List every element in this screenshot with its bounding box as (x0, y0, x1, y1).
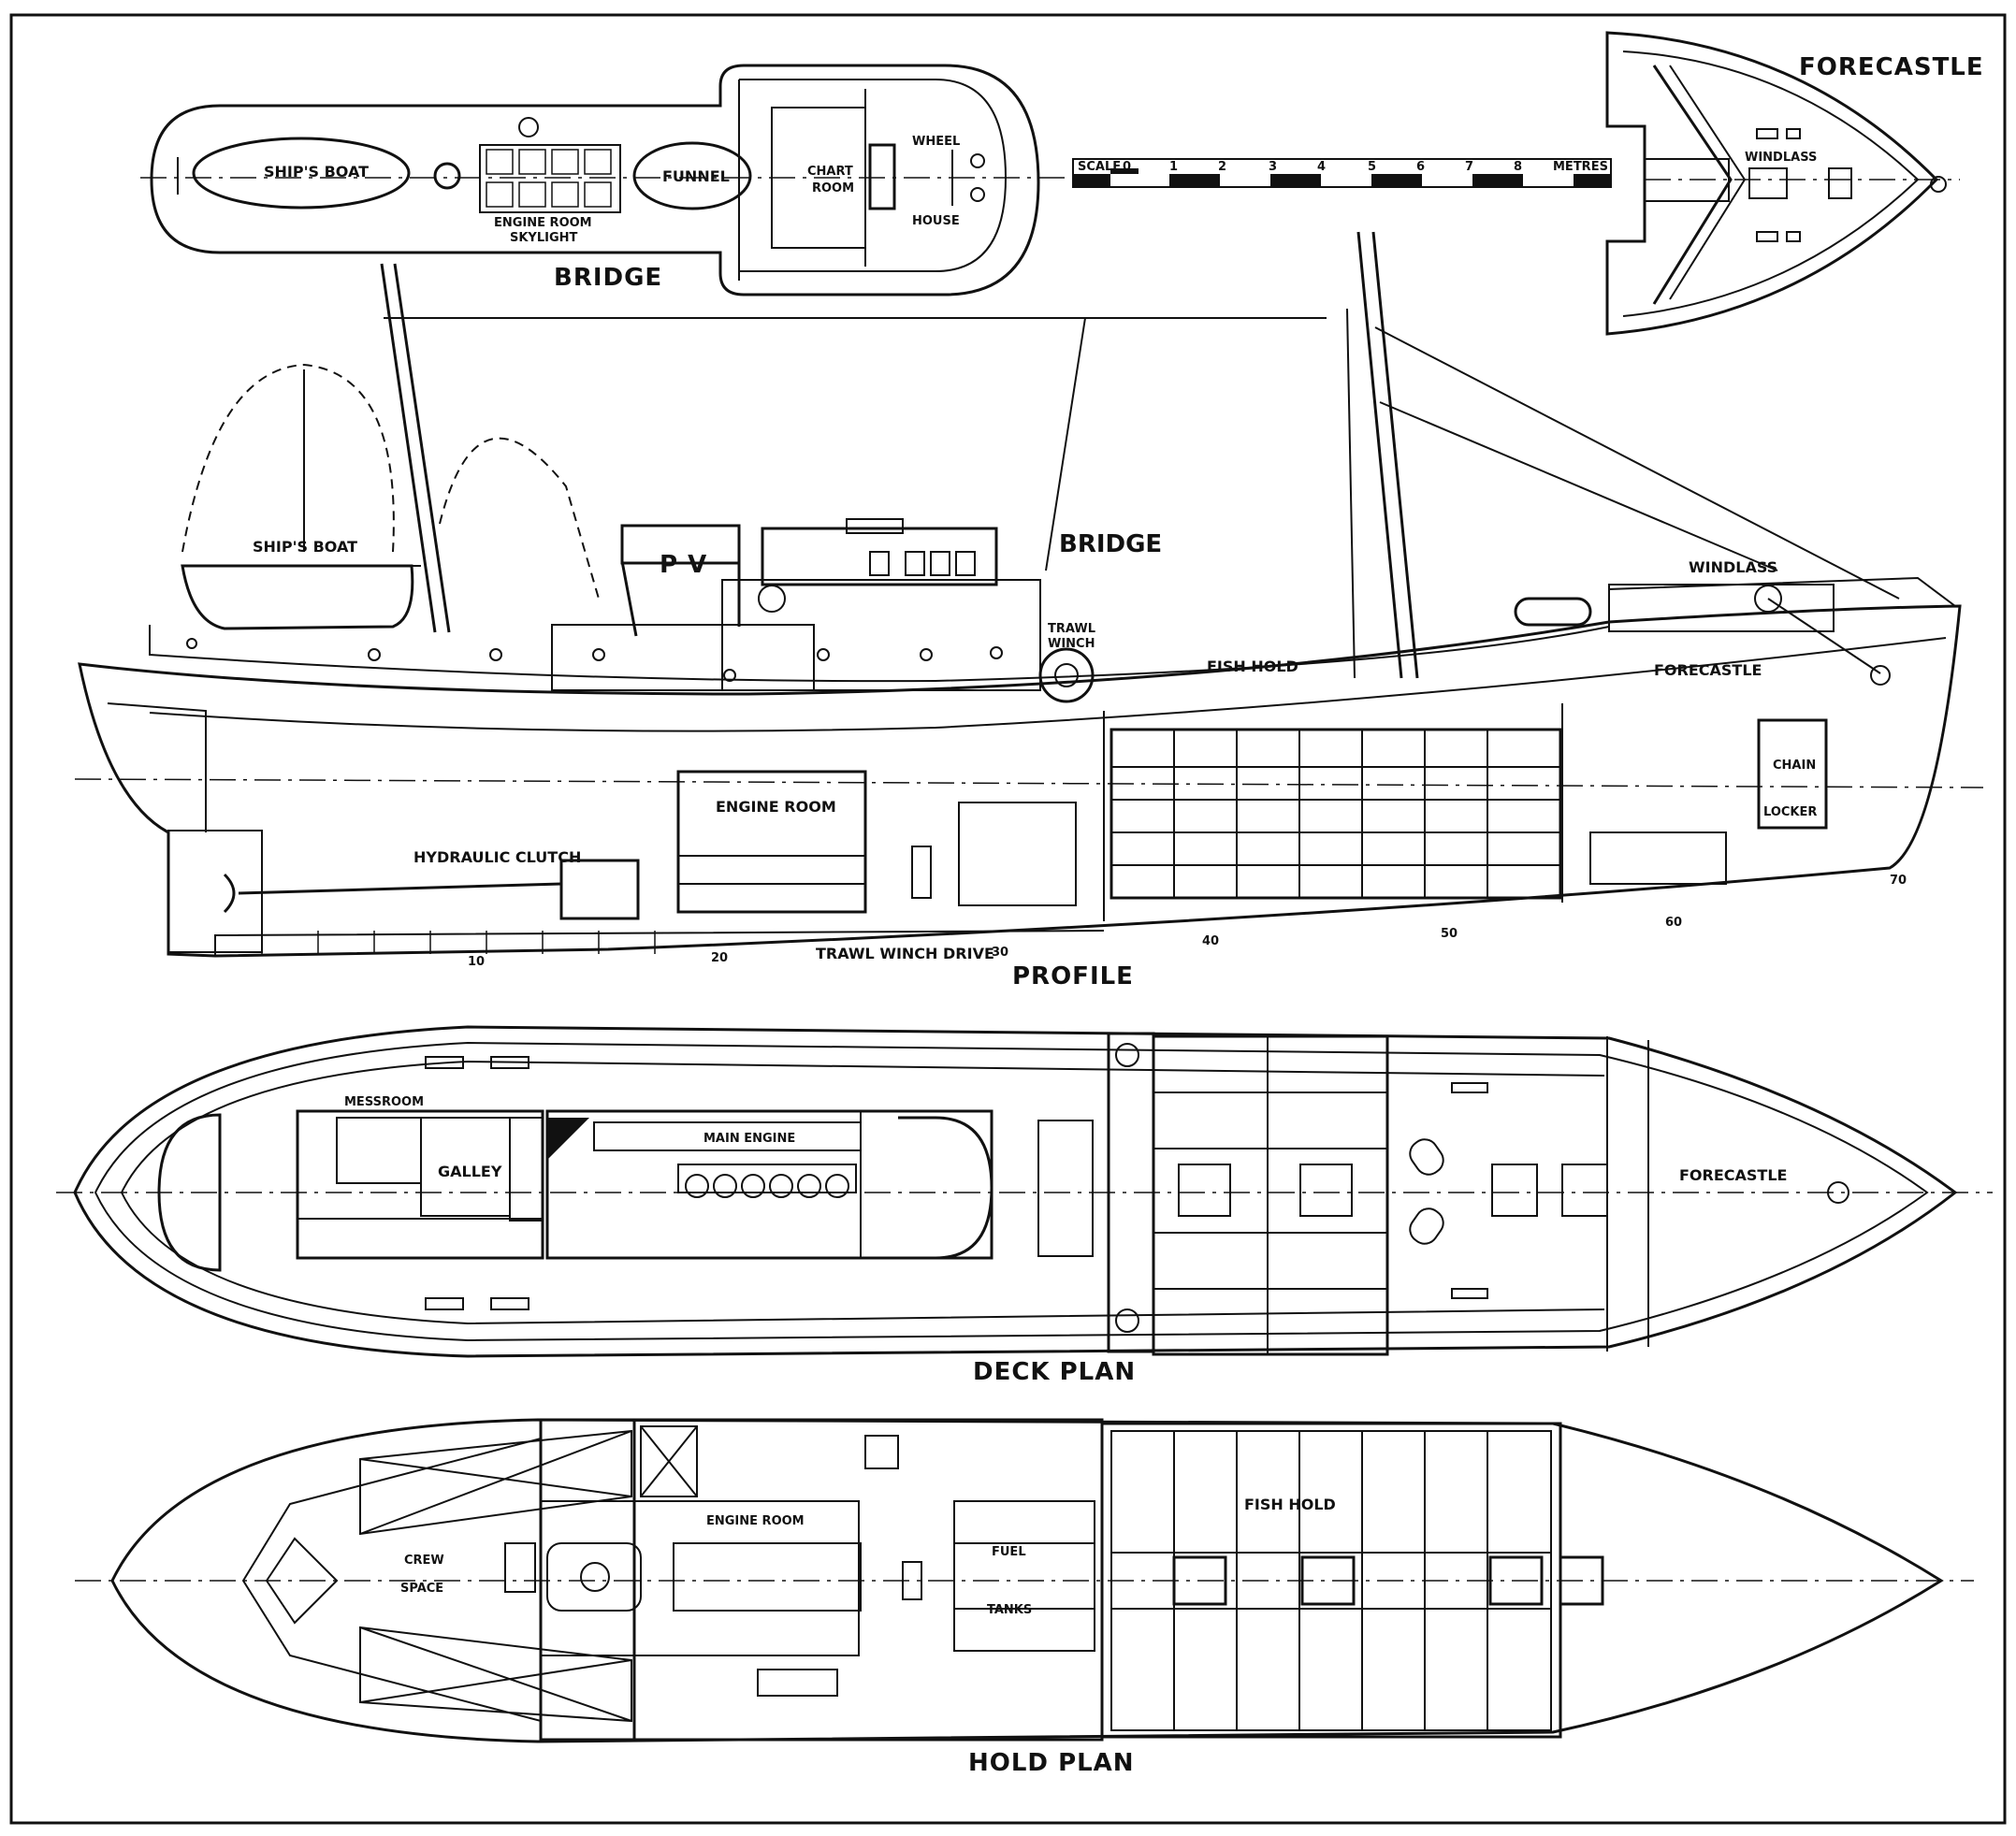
profile-view: SHIP'S BOAT P V BRIDGE WINDLASS TRAWL WI… (74, 231, 1984, 990)
profile-ships-boat-label: SHIP'S BOAT (253, 538, 357, 556)
hold-plan: CREW SPACE ENGINE ROOM FUEL TANKS FISH H… (75, 1418, 1974, 1777)
chain-locker-label-1: CHAIN (1773, 759, 1816, 773)
frame-number-20: 20 (711, 951, 728, 965)
scale-tick-6: 6 (1416, 160, 1425, 174)
engine-room-skylight-label-2: SKYLIGHT (510, 231, 578, 245)
profile-windlass-label: WINDLASS (1689, 558, 1777, 576)
drawing-border (9, 13, 2007, 1825)
chart-room-label-2: ROOM (812, 181, 854, 195)
hold-engine-room-label: ENGINE ROOM (706, 1514, 805, 1528)
scale-unit: METRES (1553, 160, 1608, 174)
trawl-winch-label-1: TRAWL (1048, 622, 1095, 636)
crew-space-label-2: SPACE (400, 1582, 443, 1596)
frame-number-40: 40 (1202, 934, 1219, 948)
frame-number-30: 30 (992, 946, 1008, 960)
forecastle-plan-title: FORECASTLE (1799, 53, 1984, 81)
galley-label: GALLEY (438, 1163, 502, 1180)
deck-forecastle-label: FORECASTLE (1679, 1166, 1787, 1184)
deck-plan: MESSROOM GALLEY MAIN ENGINE FORECASTLE D… (56, 1025, 1993, 1386)
profile-boat-letters: P V (660, 551, 707, 579)
scale-tick-5: 5 (1368, 160, 1376, 174)
hold-fish-hold-label: FISH HOLD (1244, 1496, 1336, 1513)
crew-space-label-1: CREW (404, 1554, 444, 1568)
frame-number-70: 70 (1890, 874, 1907, 888)
profile-bridge-label: BRIDGE (1059, 530, 1162, 558)
profile-fish-hold-label: FISH HOLD (1207, 658, 1298, 675)
scale-tick-3: 3 (1269, 160, 1277, 174)
profile-engine-room-label: ENGINE ROOM (716, 798, 836, 816)
frame-number-60: 60 (1665, 916, 1682, 930)
messroom-label: MESSROOM (344, 1095, 424, 1109)
bridge-plan-title: BRIDGE (554, 264, 662, 292)
scale-bar: SCALE 0 1 2 3 4 5 6 7 8 METRES (1072, 158, 1612, 188)
profile-forecastle-label: FORECASTLE (1654, 661, 1762, 679)
deck-plan-title: DECK PLAN (973, 1358, 1136, 1386)
fuel-tanks-label-1: FUEL (992, 1545, 1026, 1559)
scale-tick-0: 0 (1123, 160, 1131, 174)
profile-title: PROFILE (1012, 962, 1134, 990)
chart-room-label-1: CHART (807, 165, 853, 179)
scale-tick-4: 4 (1317, 160, 1326, 174)
fuel-tanks-label-2: TANKS (987, 1603, 1032, 1617)
scale-tick-2: 2 (1218, 160, 1226, 174)
trawl-winch-label-2: WINCH (1048, 637, 1095, 651)
frame-number-50: 50 (1441, 927, 1458, 941)
main-engine-label: MAIN ENGINE (703, 1132, 795, 1146)
forecastle-windlass-label: WINDLASS (1745, 151, 1817, 165)
bridge-plan: SHIP'S BOAT FUNNEL ENGINE ROOM SKYLIGHT … (140, 64, 1066, 296)
funnel-label: FUNNEL (662, 167, 730, 185)
hold-plan-title: HOLD PLAN (968, 1749, 1135, 1777)
chain-locker-label-2: LOCKER (1763, 805, 1817, 819)
scale-tick-8: 8 (1514, 160, 1522, 174)
engine-room-skylight-label-1: ENGINE ROOM (494, 216, 592, 230)
scale-tick-7: 7 (1465, 160, 1473, 174)
scale-prefix: SCALE (1078, 160, 1121, 174)
trawl-winch-drive-label: TRAWL WINCH DRIVE (816, 945, 994, 962)
hydraulic-clutch-label: HYDRAULIC CLUTCH (413, 848, 581, 866)
bridge-ships-boat-label: SHIP'S BOAT (264, 163, 369, 181)
wheel-house-label-2: HOUSE (912, 214, 960, 228)
wheel-house-label-1: WHEEL (912, 135, 960, 149)
forecastle-plan: FORECASTLE WINDLASS (1605, 31, 1984, 336)
scale-tick-1: 1 (1169, 160, 1178, 174)
frame-number-10: 10 (468, 955, 485, 969)
